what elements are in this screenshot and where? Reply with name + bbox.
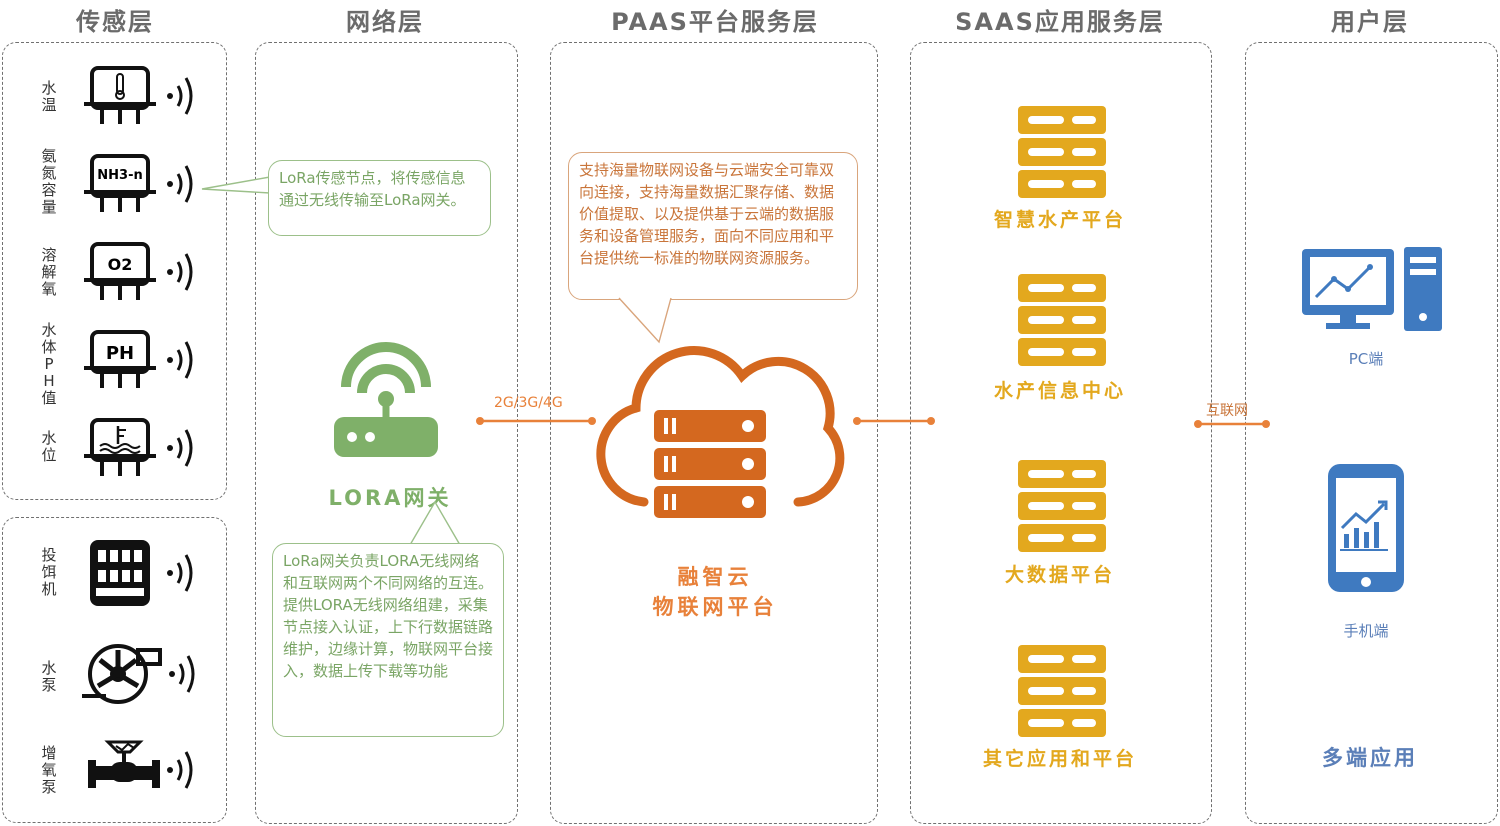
lora-gateway-note: LoRa网关负责LORA无线网络和互联网两个不同网络的互连。提供LORA无线网络… xyxy=(272,543,504,737)
actuator-label-feeder: 投饵机 xyxy=(41,546,57,598)
actuator-label-aerator: 增氧泵 xyxy=(41,744,57,796)
ph-sensor-text: PH xyxy=(106,343,134,364)
thermometer-sensor-icon xyxy=(84,66,193,124)
router-icon xyxy=(334,342,438,457)
sensor-note-pointer xyxy=(201,176,271,194)
paas-layer-title: PAAS平台服务层 xyxy=(611,8,819,36)
cloud-server-icon xyxy=(596,346,845,518)
oxygen-sensor-text: O2 xyxy=(108,255,133,274)
sensor-panel xyxy=(2,42,227,500)
gateway-note-pointer xyxy=(409,500,461,546)
big-data-server-icon xyxy=(1018,460,1106,552)
multi-terminal-label: 多端应用 xyxy=(1322,746,1418,770)
saas-app-smart-aquaculture: 智慧水产平台 xyxy=(993,209,1126,231)
cloud-platform-label-1: 融智云 xyxy=(677,565,753,589)
oxygen-sensor-icon: O2 xyxy=(84,242,193,300)
smart-aquaculture-server-icon xyxy=(1018,106,1106,198)
saas-app-big-data: 大数据平台 xyxy=(1004,564,1115,586)
sensor-label-ph: 水体PH值 xyxy=(41,321,57,407)
water-pump-icon xyxy=(82,644,195,704)
ph-sensor-icon: PH xyxy=(84,330,193,388)
network-panel xyxy=(255,42,518,824)
cellular-link-label: 2G/3G/4G xyxy=(494,395,563,411)
cellular-link-line xyxy=(476,417,596,425)
paas-saas-link-line xyxy=(853,417,935,425)
water-level-sensor-icon xyxy=(84,418,193,476)
saas-app-info-center: 水产信息中心 xyxy=(993,380,1126,402)
paas-panel xyxy=(550,42,878,824)
internet-link-line xyxy=(1194,420,1270,428)
lora-gateway-label: LORA网关 xyxy=(328,486,452,510)
other-apps-server-icon xyxy=(1018,645,1106,737)
sensor-label-water-level: 水位 xyxy=(41,429,57,464)
actuator-label-pump: 水泵 xyxy=(41,659,57,694)
sensor-label-ammonia: 氨氮容量 xyxy=(41,147,57,216)
cloud-platform-label-2: 物联网平台 xyxy=(652,595,778,619)
user-panel xyxy=(1245,42,1498,824)
saas-panel xyxy=(910,42,1212,824)
paas-note: 支持海量物联网设备与云端安全可靠双向连接，支持海量数据汇聚存储、数据价值提取、以… xyxy=(568,152,858,300)
user-layer-title: 用户层 xyxy=(1331,8,1409,36)
ammonia-sensor-icon: NH3-n xyxy=(84,154,193,212)
pc-label: PC端 xyxy=(1348,350,1384,368)
feeder-icon xyxy=(90,540,193,606)
pc-icon xyxy=(1302,247,1442,331)
lora-sensor-note: LoRa传感节点，将传感信息通过无线传输至LoRa网关。 xyxy=(268,160,491,236)
actuator-panel xyxy=(2,517,227,823)
network-layer-title: 网络层 xyxy=(346,8,424,36)
saas-app-other: 其它应用和平台 xyxy=(982,748,1137,770)
aquaculture-info-server-icon xyxy=(1018,274,1106,366)
sensing-layer-title: 传感层 xyxy=(76,8,154,36)
mobile-phone-icon xyxy=(1328,464,1404,592)
saas-layer-title: SAAS应用服务层 xyxy=(955,8,1165,36)
sensor-label-water-temp: 水温 xyxy=(41,79,57,114)
aerator-pump-icon xyxy=(88,740,193,789)
paas-note-pointer xyxy=(618,296,672,344)
ammonia-sensor-text: NH3-n xyxy=(97,168,142,183)
mobile-label: 手机端 xyxy=(1343,622,1389,640)
sensor-label-oxygen: 溶解氧 xyxy=(41,246,57,298)
internet-link-label: 互联网 xyxy=(1206,403,1248,419)
